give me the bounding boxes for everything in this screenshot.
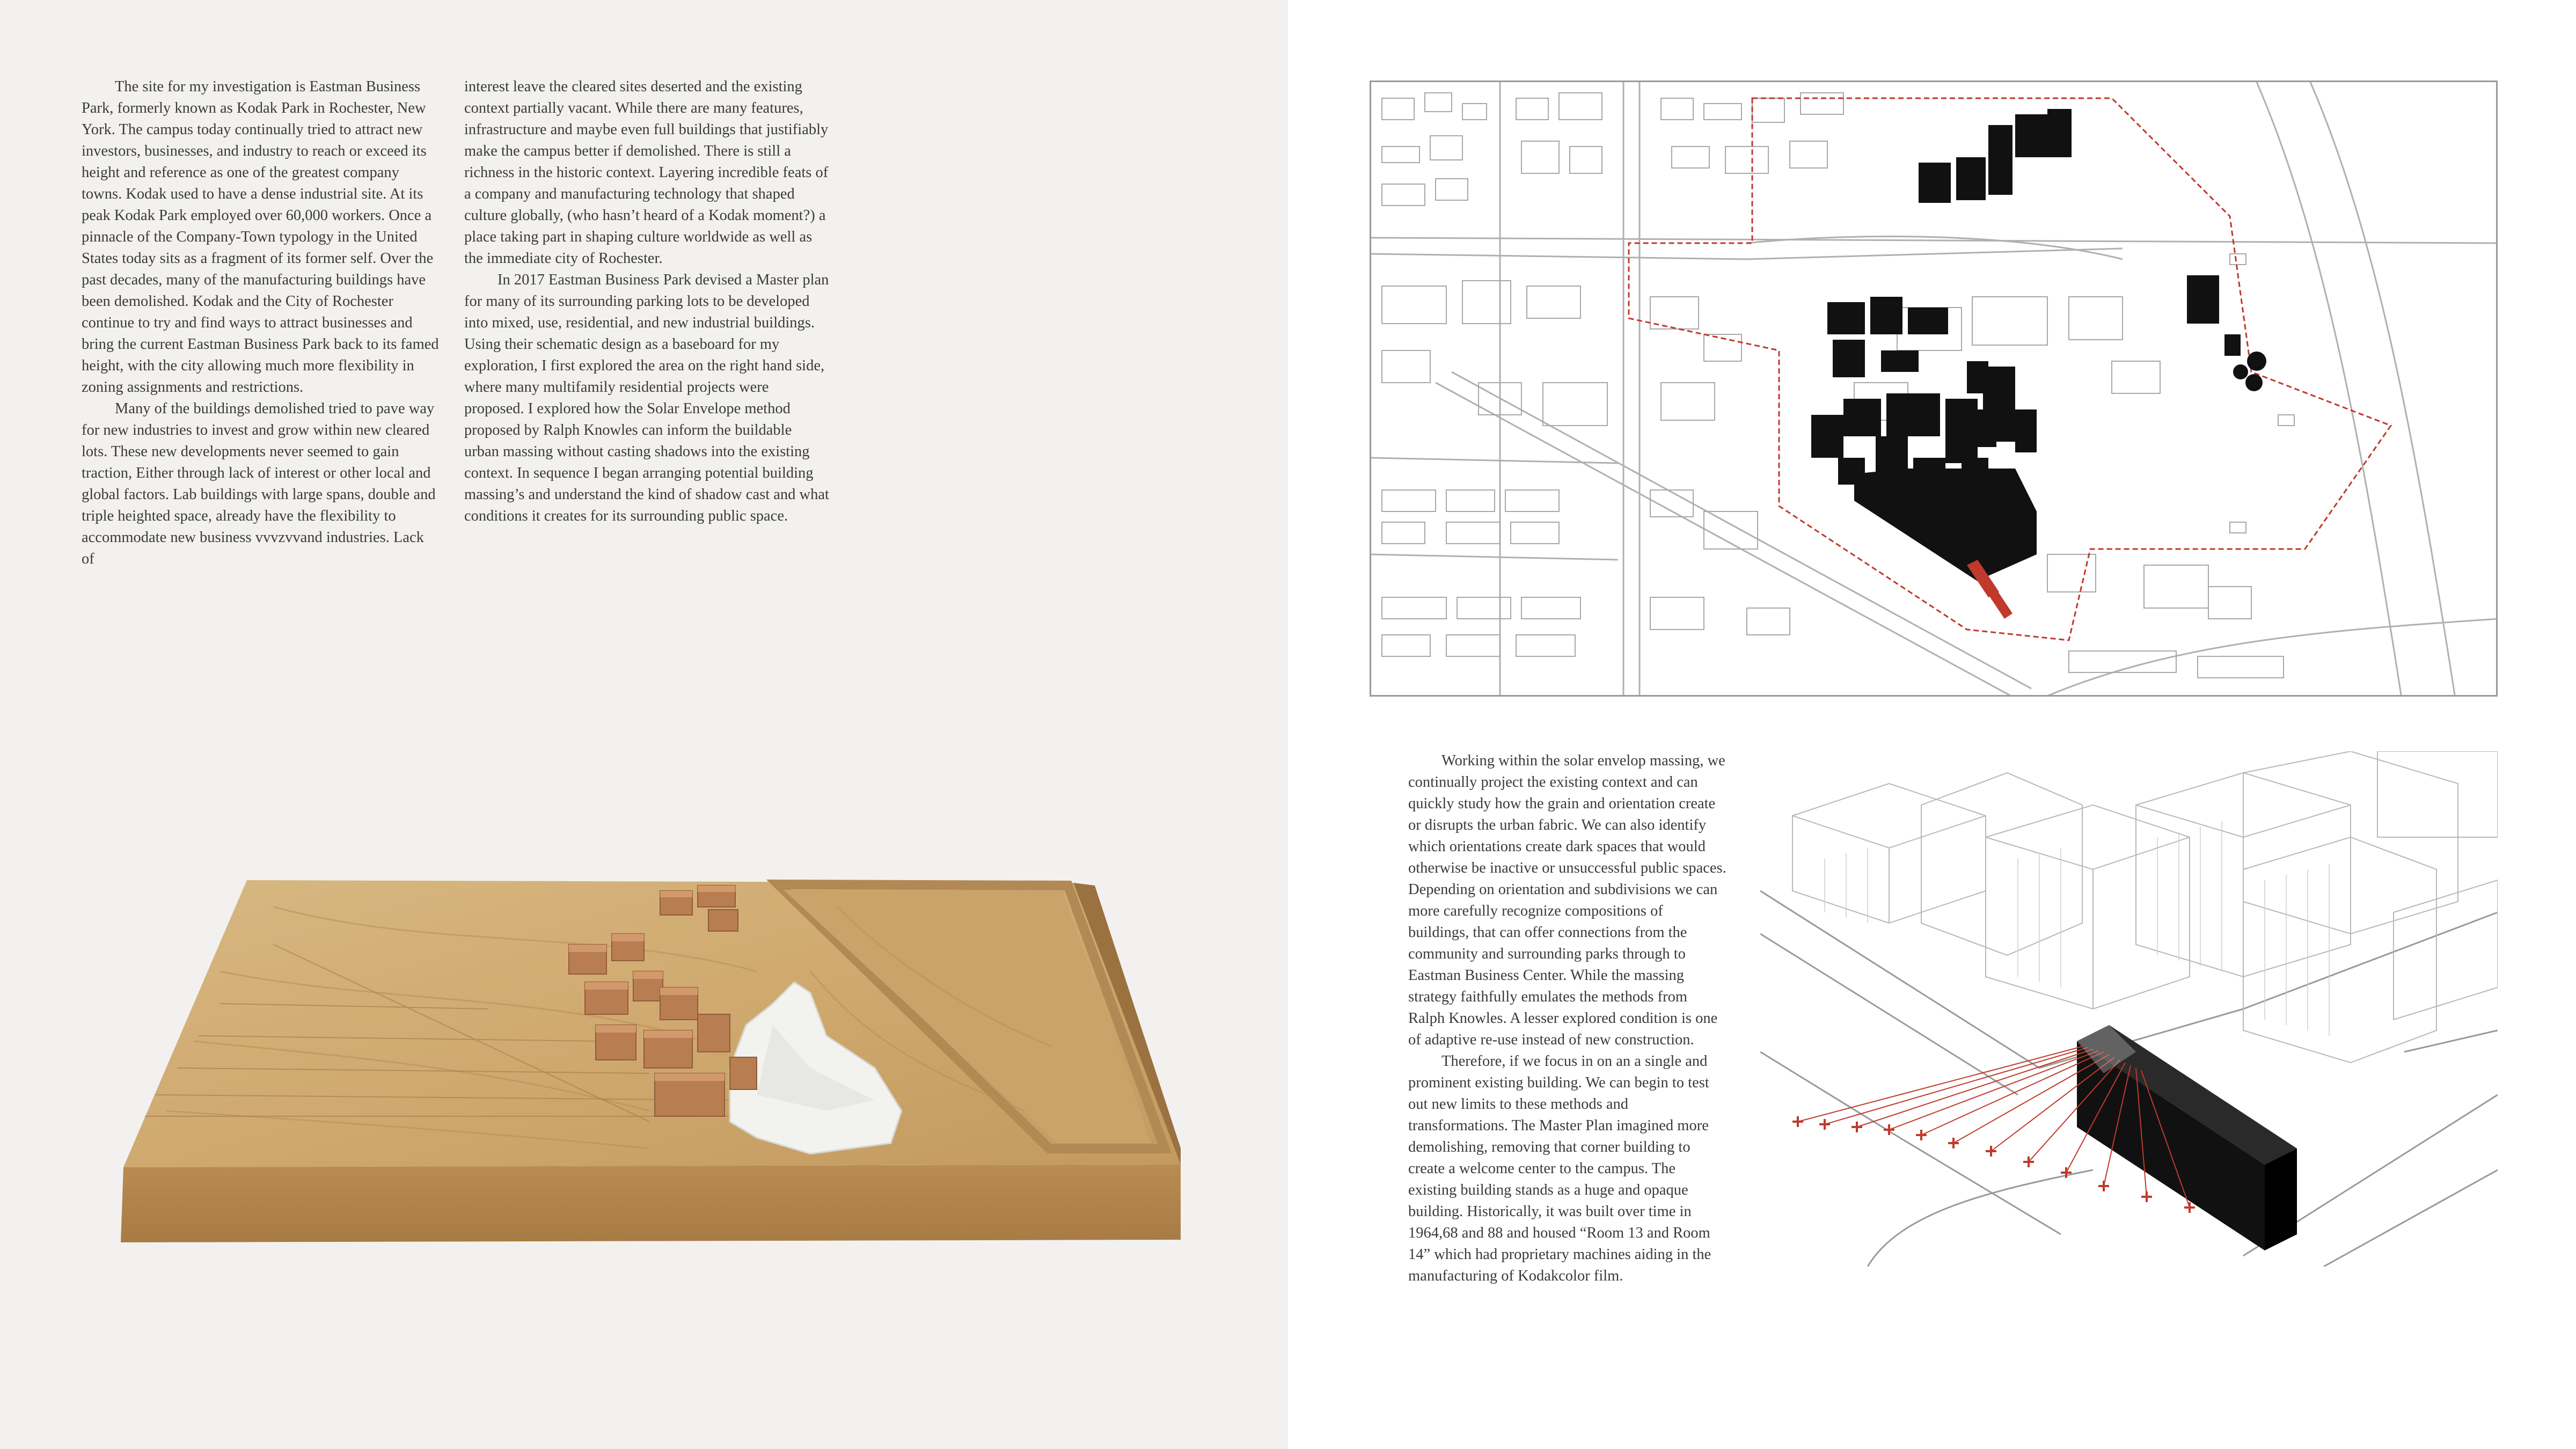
text-column-3: Working within the solar envelop massing… xyxy=(1408,750,1727,1287)
site-boundary xyxy=(1628,97,2392,641)
left-page: The site for my investigation is Eastman… xyxy=(0,0,1288,1449)
text-column-1: The site for my investigation is Eastman… xyxy=(82,76,440,570)
axonometric-drawing xyxy=(1760,751,2498,1267)
right-page: Working within the solar envelop massing… xyxy=(1288,0,2576,1449)
shadow-rays xyxy=(1797,1046,2190,1208)
marker-points xyxy=(1792,1116,2195,1213)
text-column-2: interest leave the cleared sites deserte… xyxy=(464,76,829,527)
context-buildings xyxy=(1381,92,2295,678)
building-masses xyxy=(1811,109,2266,581)
paragraph: Working within the solar envelop massing… xyxy=(1408,752,1726,1048)
wood-model-photo xyxy=(113,864,1181,1250)
paragraph: The site for my investigation is Eastman… xyxy=(82,78,439,396)
paragraph: Therefore, if we focus in on an a single… xyxy=(1408,1053,1711,1284)
paragraph: In 2017 Eastman Business Park devised a … xyxy=(464,272,829,524)
paragraph: Many of the buildings demolished tried t… xyxy=(82,400,436,567)
paragraph: interest leave the cleared sites deserte… xyxy=(464,78,829,267)
model-base-front xyxy=(121,1165,1181,1242)
site-plan-drawing xyxy=(1370,80,2498,697)
